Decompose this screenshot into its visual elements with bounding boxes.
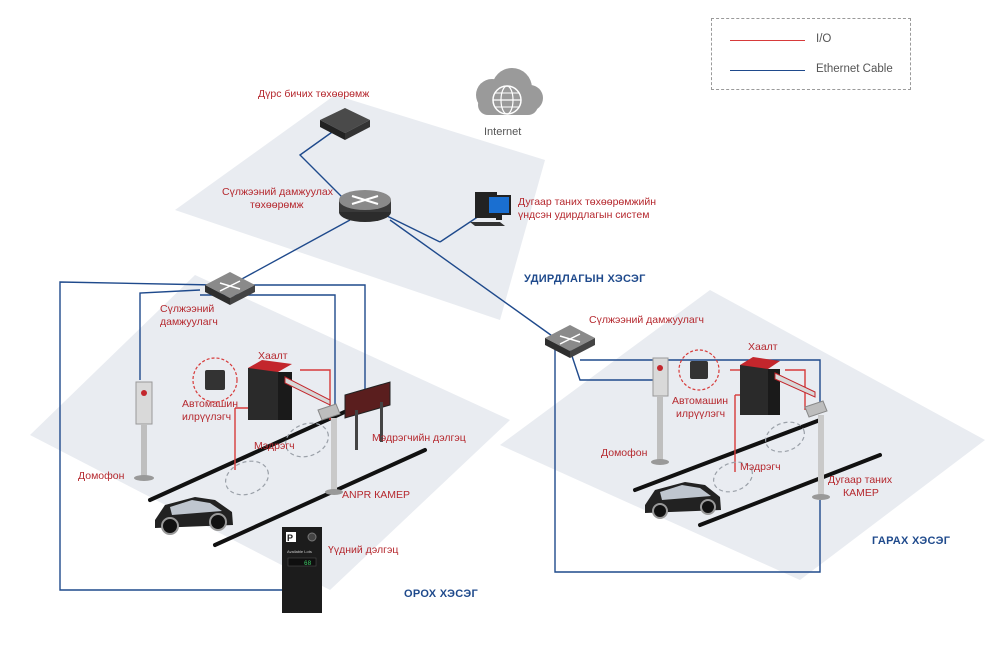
pc-label-2: үндсэн удирдлагын систем: [518, 209, 650, 221]
exit-intercom-label: Домофон: [601, 447, 648, 459]
exit-switch-icon: [545, 325, 595, 358]
core-router-icon: [339, 190, 391, 222]
legend-io-swatch: [730, 40, 805, 41]
internet-label: Internet: [484, 126, 522, 138]
entry-barrier-icon: [248, 360, 331, 420]
exit-plate-camera-icon: [804, 400, 830, 500]
entrance-display-line: Available Lots: [287, 549, 312, 554]
exit-car-icon: [645, 482, 721, 519]
reader-left-ring: [192, 357, 238, 403]
entry-road-lines: [148, 403, 427, 547]
exit-plate-camera-label-1: Дугаар таних: [828, 474, 893, 486]
entry-barrier-label: Хаалт: [258, 350, 288, 362]
exit-reader-label-1: Автомашин: [672, 395, 729, 407]
exit-plate-camera-label-2: КАМЕР: [843, 487, 879, 499]
legend-ethernet-swatch: [730, 70, 805, 71]
sensor-loops: [225, 421, 805, 496]
legend-ethernet-label: Ethernet Cable: [816, 63, 893, 75]
core-switch-label-1: Сүлжээний дамжуулах: [222, 186, 333, 198]
sensor-display-label: Мэдрэгчийн дэлгэц: [372, 432, 466, 444]
anpr-label: ANPR КАМЕР: [342, 489, 410, 501]
entry-reader-label-1: Автомашин: [182, 398, 239, 410]
exit-barrier-label: Хаалт: [748, 341, 778, 353]
entrance-display-count: 68: [304, 560, 312, 567]
entry-reader-label-2: илрүүлэгч: [182, 411, 232, 423]
entry-switch-label-1: Сүлжээний: [160, 303, 215, 315]
exit-sensor-label: Мэдрэгч: [740, 461, 781, 473]
pc-label-1: Дугаар таних төхөөрөмжийн: [518, 196, 657, 208]
vehicle-reader-right-icon: [690, 361, 708, 379]
entry-sensor-label: Мэдрэгч: [254, 440, 295, 452]
anpr-camera-icon: [317, 403, 343, 495]
control-zone-title: УДИРДЛАГЫН ХЭСЭГ: [524, 273, 646, 285]
entry-intercom-icon: [134, 381, 154, 481]
exit-intercom-icon: [651, 357, 669, 465]
exit-barrier-icon: [740, 357, 816, 415]
pc-icon: [470, 192, 511, 226]
exit-switch-label: Сүлжээний дамжуулагч: [589, 314, 705, 326]
legend-io-label: I/O: [816, 33, 832, 45]
exit-zone-platform: [500, 290, 985, 580]
internet-cloud-icon: [476, 68, 543, 115]
reader-right-ring: [678, 349, 720, 391]
entrance-display-icon: P Available Lots 68: [282, 527, 322, 613]
core-switch-label-2: төхөөрөмж: [250, 199, 304, 211]
exit-reader-label-2: илрүүлэгч: [676, 408, 726, 420]
entry-zone-platform: [30, 275, 510, 590]
entry-zone-title: ОРОХ ХЭСЭГ: [404, 588, 479, 600]
exit-zone-title: ГАРАХ ХЭСЭГ: [872, 535, 951, 547]
entry-switch-icon: [205, 272, 255, 305]
entry-switch-label-2: дамжуулагч: [160, 316, 218, 328]
recorder-label: Дүрс бичих төхөөрөмж: [258, 88, 370, 100]
entrance-display-label: Үүдний дэлгэц: [328, 544, 399, 556]
recorder-icon: [320, 108, 370, 140]
legend: I/O Ethernet Cable: [711, 18, 911, 90]
entry-car-icon: [155, 497, 233, 535]
vehicle-reader-left-icon: [205, 370, 225, 390]
entry-intercom-label: Домофон: [78, 470, 125, 482]
exit-road-lines: [633, 418, 882, 527]
sensor-display-icon: [344, 381, 391, 450]
entrance-display-logo: P: [287, 533, 293, 543]
